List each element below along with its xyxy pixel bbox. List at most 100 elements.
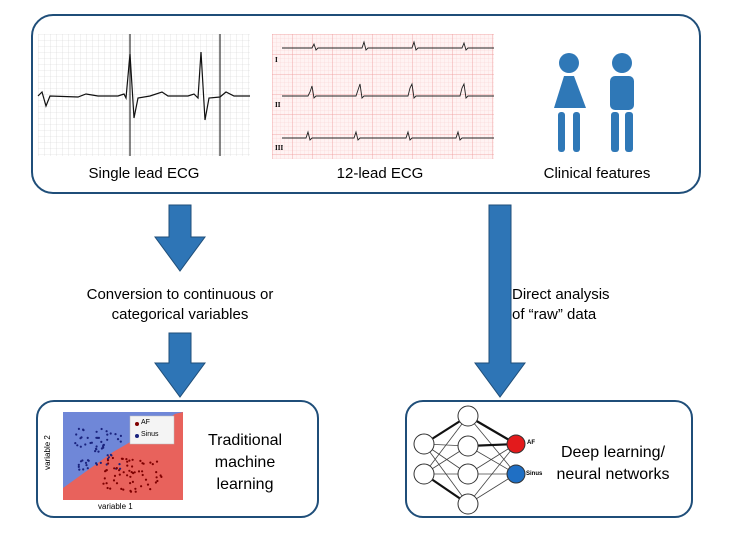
single-lead-ecg-label: Single lead ECG <box>88 165 200 182</box>
scatter-point <box>155 471 158 474</box>
scatter-point <box>74 442 77 445</box>
scatter-point <box>96 436 99 439</box>
scatter-point <box>109 432 112 435</box>
scatter-point <box>107 462 110 465</box>
scatter-point <box>79 445 82 448</box>
scatter-point <box>106 459 110 462</box>
scatter-point <box>126 474 129 477</box>
scatter-point <box>128 469 131 472</box>
scatter-point <box>122 471 125 474</box>
scatter-point <box>86 459 90 462</box>
direct-analysis-text-line2: of “raw” data <box>512 306 597 323</box>
scatter-point <box>132 472 135 475</box>
scatter-point <box>129 475 132 478</box>
scatter-point <box>126 464 129 467</box>
scatter-point <box>134 487 137 490</box>
scatter-point <box>115 467 118 470</box>
scatter-point <box>156 479 159 483</box>
arrow-down-icon <box>154 332 206 398</box>
scatter-point <box>144 478 148 481</box>
scatter-point <box>111 456 114 460</box>
scatter-point <box>77 465 80 468</box>
scatter-point <box>103 477 106 480</box>
scatter-point <box>80 436 83 439</box>
conversion-text-line1: Conversion to continuous or <box>86 286 274 303</box>
scatter-point <box>121 457 124 460</box>
scatter-point <box>79 460 83 463</box>
scatter-point <box>113 474 117 477</box>
scatter-point <box>155 460 159 463</box>
classification-scatter-plot <box>63 412 183 500</box>
scatter-point <box>118 473 121 476</box>
scatter-point <box>77 463 80 466</box>
scatter-point <box>86 467 89 470</box>
y-axis-label: variable 2 <box>42 435 52 470</box>
arrow-down-icon <box>474 204 526 398</box>
scatter-point <box>139 459 142 462</box>
scatter-point <box>84 461 88 464</box>
deep-learning-line1: Deep learning/ <box>560 444 666 461</box>
scatter-point <box>89 441 92 445</box>
scatter-point <box>100 427 103 431</box>
scatter-point <box>76 444 79 447</box>
x-axis-label: variable 1 <box>98 502 133 511</box>
clinical-features-label: Clinical features <box>543 165 651 182</box>
scatter-point <box>86 436 89 439</box>
scatter-point <box>94 447 98 450</box>
scatter-point <box>119 440 122 443</box>
direct-analysis-text-line1: Direct analysis <box>512 286 610 303</box>
lead-label-III: III <box>275 144 284 152</box>
scatter-point <box>95 430 98 433</box>
deep-learning-box <box>405 400 693 518</box>
scatter-point <box>141 470 144 473</box>
scatter-point <box>94 450 97 453</box>
female-person-icon <box>554 53 586 152</box>
scatter-point <box>116 438 120 441</box>
scatter-point <box>95 445 98 448</box>
scatter-point <box>131 458 134 461</box>
scatter-point <box>102 482 105 485</box>
single-lead-ecg-strip <box>37 34 250 156</box>
scatter-point <box>141 473 144 477</box>
scatter-point <box>84 443 87 446</box>
scatter-point <box>137 470 141 473</box>
scatter-point <box>126 460 129 463</box>
scatter-point <box>125 458 128 461</box>
scatter-point <box>82 468 85 471</box>
scatter-point <box>75 433 78 436</box>
scatter-point <box>134 490 137 493</box>
scatter-point <box>159 474 162 477</box>
scatter-point <box>122 488 125 491</box>
scatter-point <box>154 481 157 484</box>
scatter-point <box>129 490 133 493</box>
lead-label-II: II <box>275 101 281 109</box>
scatter-point <box>118 469 121 472</box>
arrow-down-icon <box>154 204 206 272</box>
scatter-point <box>140 485 143 488</box>
scatter-point <box>142 462 145 465</box>
scatter-point <box>155 476 158 479</box>
scatter-point <box>149 488 152 491</box>
scatter-point <box>128 459 131 462</box>
output-af-label: AF <box>527 440 535 446</box>
scatter-point <box>151 463 154 466</box>
scatter-point <box>119 434 122 437</box>
scatter-point <box>82 428 85 431</box>
scatter-point <box>129 482 132 485</box>
output-sinus-label: Sinus <box>526 471 543 477</box>
scatter-point <box>106 454 109 457</box>
scatter-point <box>97 450 100 453</box>
conversion-text-line2: categorical variables <box>111 306 249 323</box>
traditional-ml-line3: learning <box>216 476 274 493</box>
scatter-point <box>115 482 119 485</box>
scatter-point <box>105 482 108 485</box>
scatter-point <box>77 427 80 430</box>
scatter-point <box>109 487 112 490</box>
scatter-point <box>131 480 134 483</box>
traditional-ml-line1: Traditional <box>207 432 283 449</box>
scatter-point <box>106 486 109 490</box>
scatter-point <box>78 468 81 471</box>
scatter-point <box>114 433 117 436</box>
scatter-point <box>106 433 109 436</box>
scatter-point <box>118 463 121 466</box>
